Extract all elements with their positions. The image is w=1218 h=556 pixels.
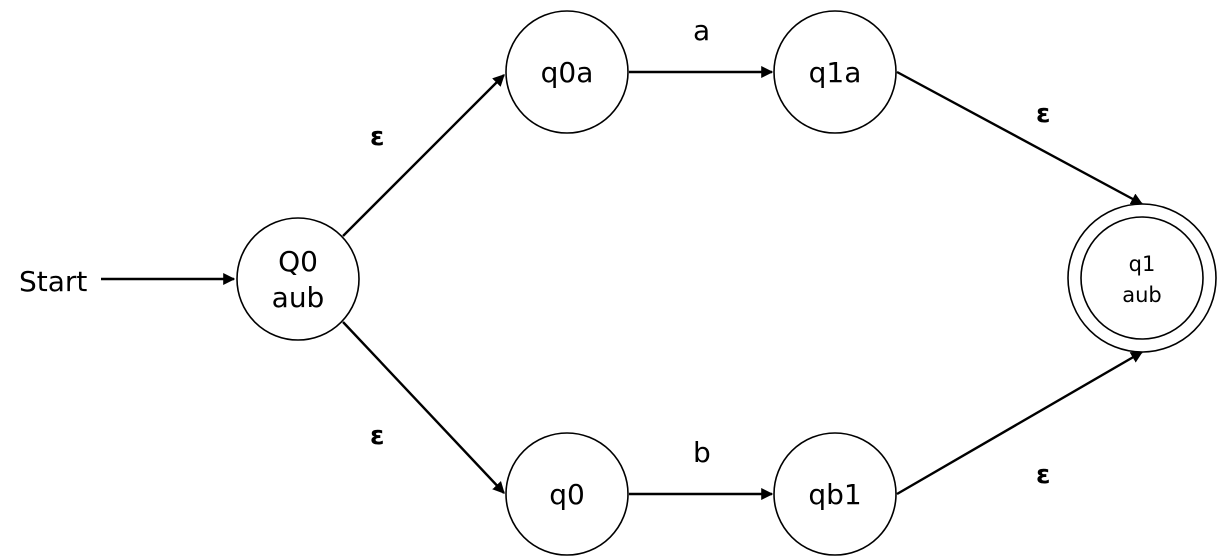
state-q1-name: q1 (1129, 252, 1156, 276)
state-qb1-circle (773, 432, 897, 556)
edge-Q0-to-q0 (342, 321, 505, 494)
state-Q0-subtitle: aub (272, 281, 325, 314)
edge-q1a-to-q1 (896, 70, 1144, 206)
edge-label-Q0-q0a: ε (370, 122, 384, 152)
state-q0: q0 (505, 432, 629, 556)
state-q1a: q1a (773, 10, 897, 134)
state-qb1: qb1 (773, 432, 897, 556)
edge-label-q0-qb1: b (693, 436, 711, 469)
state-q1-inner-circle (1080, 216, 1204, 340)
state-Q0-circle (236, 217, 360, 341)
state-q0a-label: q0a (541, 56, 594, 89)
edge-label-Q0-q0: ε (370, 421, 384, 451)
edge-label-qb1-q1: ε (1036, 460, 1050, 490)
edge-label-q1a-q1: ε (1036, 99, 1050, 129)
state-qb1-label: qb1 (808, 478, 861, 511)
state-q0-label: q0 (549, 478, 585, 511)
state-q1a-label: q1a (809, 56, 862, 89)
edge-qb1-to-q1 (896, 350, 1144, 496)
start-label: Start (19, 265, 87, 298)
state-q1-subtitle: aub (1122, 283, 1162, 307)
state-q1-accepting: q1 aub (1067, 203, 1217, 353)
state-q0a: q0a (505, 10, 629, 134)
state-q1a-circle (773, 10, 897, 134)
state-q0-circle (505, 432, 629, 556)
state-Q0: Q0 aub (236, 217, 360, 341)
edge-label-q0a-q1a: a (693, 14, 710, 47)
state-Q0-name: Q0 (278, 245, 318, 278)
edge-Q0-to-q0a (342, 74, 505, 237)
state-q0a-circle (505, 10, 629, 134)
